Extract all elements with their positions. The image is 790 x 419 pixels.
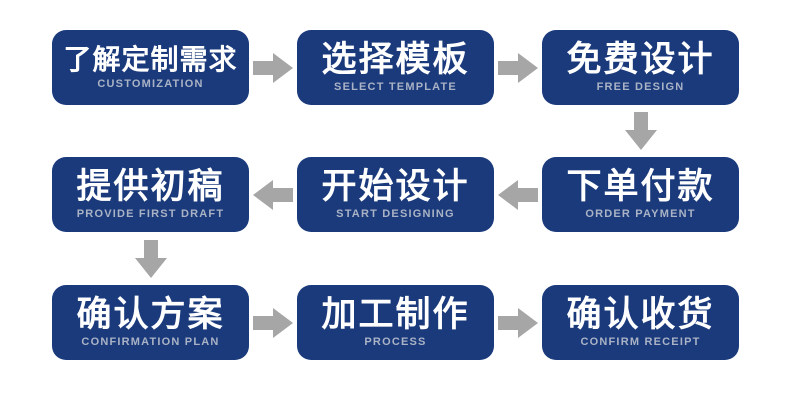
arrow-right-icon	[498, 52, 538, 83]
connector-start-designing-provide-first-draft	[249, 157, 297, 232]
step-provide-first-draft: 提供初稿 PROVIDE FIRST DRAFT	[52, 157, 249, 232]
step-title: 加工制作	[321, 295, 470, 334]
step-order-payment: 下单付款 ORDER PAYMENT	[542, 157, 739, 232]
step-title: 确认方案	[76, 295, 225, 334]
step-subtitle: FREE DESIGN	[596, 81, 685, 93]
connector-order-payment-start-designing	[494, 157, 542, 232]
step-subtitle: START DESIGNING	[336, 208, 455, 220]
connector-provide-first-draft-confirmation-plan	[52, 232, 249, 285]
connector-confirmation-plan-process	[249, 285, 297, 360]
step-subtitle: PROVIDE FIRST DRAFT	[76, 208, 225, 220]
step-free-design: 免费设计 FREE DESIGN	[542, 30, 739, 105]
arrow-right-icon	[498, 307, 538, 338]
step-process: 加工制作 PROCESS	[297, 285, 494, 360]
connector-process-confirm-receipt	[494, 285, 542, 360]
step-subtitle: PROCESS	[364, 336, 427, 348]
step-subtitle: SELECT TEMPLATE	[334, 81, 457, 93]
step-customization: 了解定制需求 CUSTOMIZATION	[52, 30, 249, 105]
step-select-template: 选择模板 SELECT TEMPLATE	[297, 30, 494, 105]
arrow-right-icon	[253, 307, 293, 338]
arrow-right-icon	[253, 52, 293, 83]
step-title: 选择模板	[321, 40, 470, 79]
arrow-down-icon	[134, 239, 167, 278]
arrow-left-icon	[498, 179, 538, 210]
step-subtitle: ORDER PAYMENT	[585, 208, 696, 220]
connector-free-design-order-payment	[542, 105, 739, 157]
step-title: 免费设计	[566, 40, 715, 79]
step-subtitle: CONFIRM RECEIPT	[580, 336, 701, 348]
step-title: 下单付款	[566, 167, 715, 206]
step-confirm-receipt: 确认收货 CONFIRM RECEIPT	[542, 285, 739, 360]
step-subtitle: CUSTOMIZATION	[97, 77, 204, 90]
step-title: 提供初稿	[76, 167, 225, 206]
arrow-left-icon	[253, 179, 293, 210]
step-title: 了解定制需求	[63, 43, 238, 75]
flowchart-grid: 了解定制需求 CUSTOMIZATION 选择模板 SELECT TEMPLAT…	[52, 30, 739, 360]
step-title: 开始设计	[321, 167, 470, 206]
step-title: 确认收货	[566, 295, 715, 334]
connector-select-template-free-design	[494, 30, 542, 105]
connector-customization-select-template	[249, 30, 297, 105]
arrow-down-icon	[624, 112, 657, 150]
step-subtitle: CONFIRMATION PLAN	[81, 336, 220, 348]
step-confirmation-plan: 确认方案 CONFIRMATION PLAN	[52, 285, 249, 360]
step-start-designing: 开始设计 START DESIGNING	[297, 157, 494, 232]
